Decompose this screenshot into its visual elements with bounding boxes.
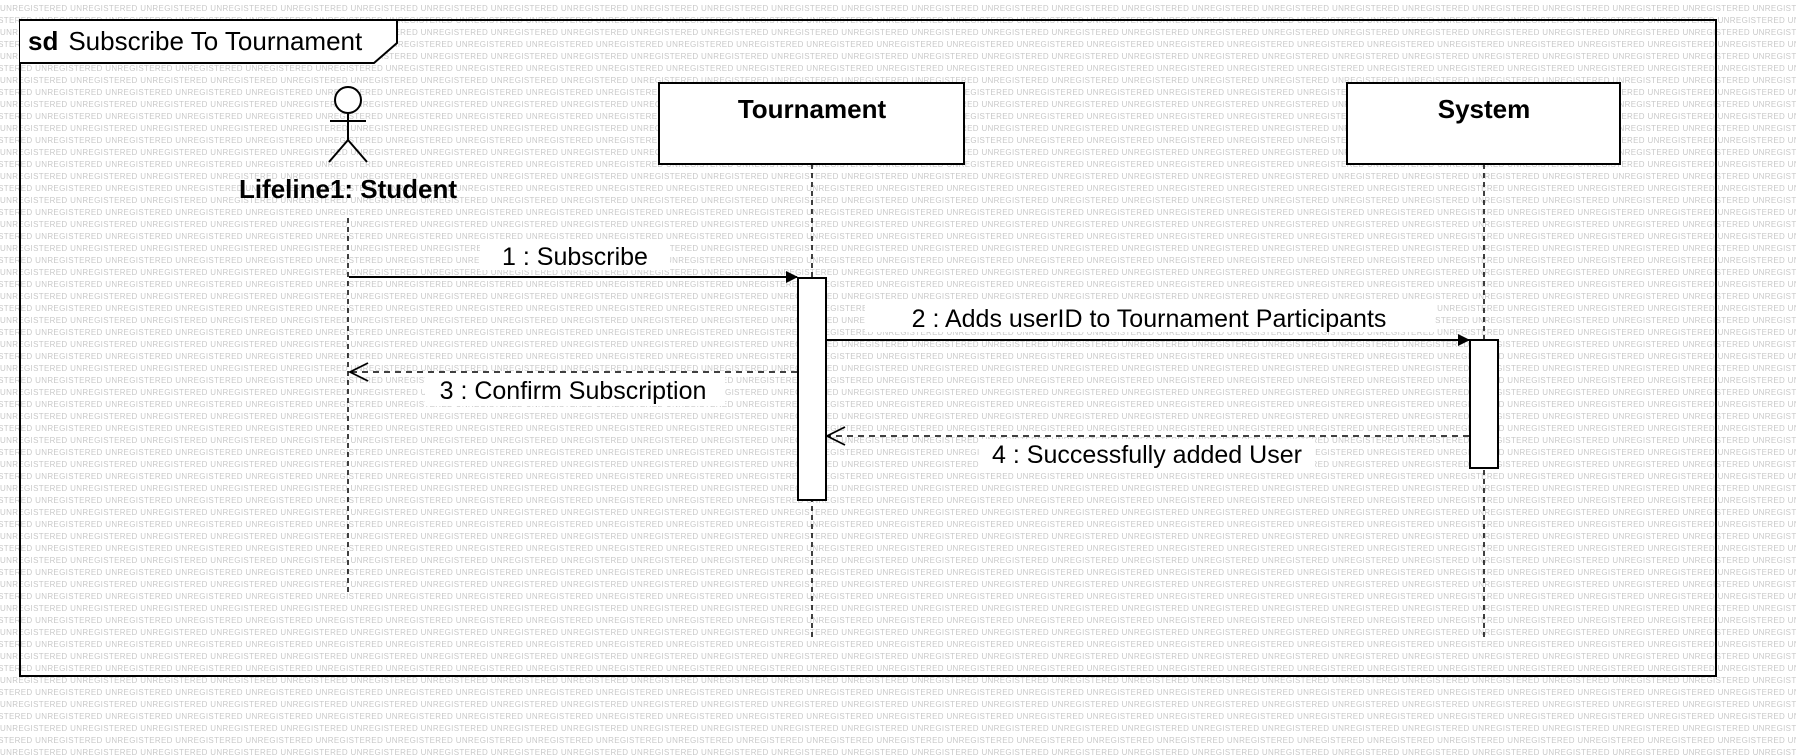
watermark-row: UNREGISTERED UNREGISTERED UNREGISTERED U… (0, 652, 1796, 661)
frame-border (19, 19, 1717, 677)
watermark-row: UNREGISTERED UNREGISTERED UNREGISTERED U… (0, 64, 1796, 73)
lifeline-system-label: System (1438, 94, 1531, 124)
message-label-background (865, 302, 1435, 332)
frame-title-text: Subscribe To Tournament (68, 26, 363, 56)
watermark-row: UNREGISTERED UNREGISTERED UNREGISTERED U… (0, 232, 1796, 241)
watermark-row: UNREGISTERED UNREGISTERED UNREGISTERED U… (0, 184, 1796, 193)
watermark-row: UNREGISTERED UNREGISTERED UNREGISTERED U… (0, 52, 1796, 61)
watermark-row: UNREGISTERED UNREGISTERED UNREGISTERED U… (0, 724, 1796, 733)
watermark-row: UNREGISTERED UNREGISTERED UNREGISTERED U… (0, 244, 1796, 253)
watermark-row: UNREGISTERED UNREGISTERED UNREGISTERED U… (0, 484, 1796, 493)
frame-keyword: sd (28, 26, 58, 56)
watermark-row: UNREGISTERED UNREGISTERED UNREGISTERED U… (0, 592, 1796, 601)
watermark-row: UNREGISTERED UNREGISTERED UNREGISTERED U… (0, 436, 1796, 445)
watermark-row: UNREGISTERED UNREGISTERED UNREGISTERED U… (0, 340, 1796, 349)
watermark-row: UNREGISTERED UNREGISTERED UNREGISTERED U… (0, 328, 1796, 337)
message-label: 4 : Successfully added User (992, 441, 1302, 469)
watermark-row: UNREGISTERED UNREGISTERED UNREGISTERED U… (0, 544, 1796, 553)
unregistered-watermark: UNREGISTERED UNREGISTERED UNREGISTERED U… (0, 4, 1796, 756)
message-label: 2 : Adds userID to Tournament Participan… (912, 305, 1387, 333)
watermark-row: UNREGISTERED UNREGISTERED UNREGISTERED U… (0, 472, 1796, 481)
watermark-row: UNREGISTERED UNREGISTERED UNREGISTERED U… (0, 76, 1796, 85)
message-2-adds-user-id[interactable]: 2 : Adds userID to Tournament Participan… (827, 302, 1470, 346)
watermark-row: UNREGISTERED UNREGISTERED UNREGISTERED U… (0, 412, 1796, 421)
message-label: 1 : Subscribe (502, 243, 648, 271)
watermark-row: UNREGISTERED UNREGISTERED UNREGISTERED U… (0, 496, 1796, 505)
watermark-row: UNREGISTERED UNREGISTERED UNREGISTERED U… (0, 712, 1796, 721)
activation-bar-system (1469, 339, 1499, 469)
watermark-row: UNREGISTERED UNREGISTERED UNREGISTERED U… (0, 508, 1796, 517)
watermark-row: UNREGISTERED UNREGISTERED UNREGISTERED U… (0, 616, 1796, 625)
watermark-row: UNREGISTERED UNREGISTERED UNREGISTERED U… (0, 580, 1796, 589)
watermark-row: UNREGISTERED UNREGISTERED UNREGISTERED U… (0, 556, 1796, 565)
watermark-row: UNREGISTERED UNREGISTERED UNREGISTERED U… (0, 688, 1796, 697)
message-4-successfully-added-user[interactable]: 4 : Successfully added User (824, 426, 1469, 469)
message-label-background (425, 376, 725, 406)
watermark-row: UNREGISTERED UNREGISTERED UNREGISTERED U… (0, 4, 1796, 13)
watermark-row: UNREGISTERED UNREGISTERED UNREGISTERED U… (0, 736, 1796, 745)
watermark-row: UNREGISTERED UNREGISTERED UNREGISTERED U… (0, 208, 1796, 217)
watermark-row: UNREGISTERED UNREGISTERED UNREGISTERED U… (0, 364, 1796, 373)
watermark-row: UNREGISTERED UNREGISTERED UNREGISTERED U… (0, 40, 1796, 49)
watermark-row: UNREGISTERED UNREGISTERED UNREGISTERED U… (0, 28, 1796, 37)
lifeline-tournament-head (658, 82, 965, 165)
watermark-row: UNREGISTERED UNREGISTERED UNREGISTERED U… (0, 568, 1796, 577)
actor-stick-figure-icon (328, 86, 368, 163)
open-arrowhead-icon (347, 362, 369, 382)
watermark-row: UNREGISTERED UNREGISTERED UNREGISTERED U… (0, 280, 1796, 289)
watermark-row: UNREGISTERED UNREGISTERED UNREGISTERED U… (0, 172, 1796, 181)
watermark-row: UNREGISTERED UNREGISTERED UNREGISTERED U… (0, 748, 1796, 756)
watermark-row: UNREGISTERED UNREGISTERED UNREGISTERED U… (0, 292, 1796, 301)
watermark-row: UNREGISTERED UNREGISTERED UNREGISTERED U… (0, 628, 1796, 637)
lifeline-student-label: Lifeline1: Student (239, 174, 457, 204)
watermark-row: UNREGISTERED UNREGISTERED UNREGISTERED U… (0, 676, 1796, 685)
message-label-background (980, 439, 1315, 469)
frame-label-tab (20, 19, 398, 64)
watermark-row: UNREGISTERED UNREGISTERED UNREGISTERED U… (0, 220, 1796, 229)
watermark-row: UNREGISTERED UNREGISTERED UNREGISTERED U… (0, 604, 1796, 613)
watermark-row: UNREGISTERED UNREGISTERED UNREGISTERED U… (0, 256, 1796, 265)
watermark-row: UNREGISTERED UNREGISTERED UNREGISTERED U… (0, 640, 1796, 649)
lifeline-student[interactable]: Lifeline1: Student (239, 86, 457, 596)
watermark-row: UNREGISTERED UNREGISTERED UNREGISTERED U… (0, 532, 1796, 541)
watermark-row: UNREGISTERED UNREGISTERED UNREGISTERED U… (0, 520, 1796, 529)
lifeline-system[interactable]: System (1346, 82, 1621, 641)
watermark-row: UNREGISTERED UNREGISTERED UNREGISTERED U… (0, 460, 1796, 469)
watermark-row: UNREGISTERED UNREGISTERED UNREGISTERED U… (0, 664, 1796, 673)
lifeline-tournament-label: Tournament (738, 94, 887, 124)
watermark-row: UNREGISTERED UNREGISTERED UNREGISTERED U… (0, 424, 1796, 433)
watermark-row: UNREGISTERED UNREGISTERED UNREGISTERED U… (0, 388, 1796, 397)
message-label: 3 : Confirm Subscription (440, 377, 707, 405)
frame-title: sd Subscribe To Tournament (28, 26, 363, 56)
watermark-row: UNREGISTERED UNREGISTERED UNREGISTERED U… (0, 376, 1796, 385)
watermark-row: UNREGISTERED UNREGISTERED UNREGISTERED U… (0, 700, 1796, 709)
open-arrowhead-icon (824, 426, 846, 446)
watermark-row: UNREGISTERED UNREGISTERED UNREGISTERED U… (0, 268, 1796, 277)
lifeline-system-head (1346, 82, 1621, 165)
message-1-subscribe[interactable]: 1 : Subscribe (349, 240, 798, 283)
watermark-row: UNREGISTERED UNREGISTERED UNREGISTERED U… (0, 196, 1796, 205)
lifeline-tournament[interactable]: Tournament (658, 82, 965, 641)
watermark-row: UNREGISTERED UNREGISTERED UNREGISTERED U… (0, 352, 1796, 361)
activation-bar-tournament (797, 277, 827, 501)
watermark-row: UNREGISTERED UNREGISTERED UNREGISTERED U… (0, 400, 1796, 409)
watermark-row: UNREGISTERED UNREGISTERED UNREGISTERED U… (0, 448, 1796, 457)
message-3-confirm-subscription[interactable]: 3 : Confirm Subscription (347, 362, 797, 406)
message-label-background (480, 240, 670, 270)
